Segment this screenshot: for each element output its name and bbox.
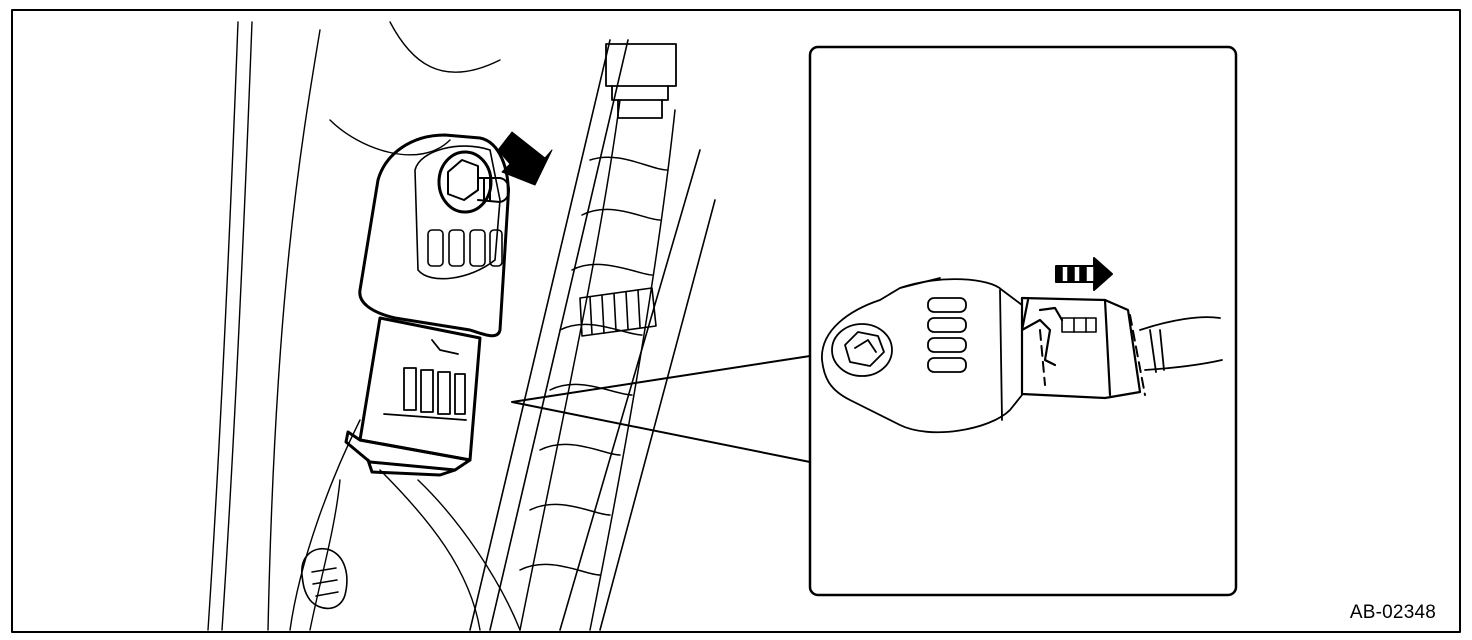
pillar: [469, 39, 716, 631]
harness-top-connector: [605, 43, 677, 119]
sensor-connector: [344, 316, 482, 477]
body-panel-lines: [207, 21, 521, 631]
detail-connector-slots: [1061, 317, 1097, 333]
detail-box: [808, 45, 1238, 597]
callout-pointer: [511, 355, 811, 463]
connector-ribs: [383, 339, 467, 421]
grommet: [301, 548, 348, 610]
detail-harness: [1139, 316, 1223, 373]
outer-frame: [11, 9, 1461, 633]
detail-bolt: [831, 323, 893, 377]
detail-connector-dashed: [1039, 314, 1146, 396]
arrow-icon: [497, 131, 553, 186]
sensor-mount-pad: [414, 145, 503, 280]
figure-code: AB-02348: [1349, 602, 1436, 623]
bolt: [437, 150, 510, 214]
detail-sensor: [821, 277, 1023, 434]
detail-connector: [1020, 296, 1142, 400]
harness-clip: [579, 287, 657, 337]
arrow-icon: [1055, 257, 1113, 291]
wiring-harness: [519, 99, 676, 631]
